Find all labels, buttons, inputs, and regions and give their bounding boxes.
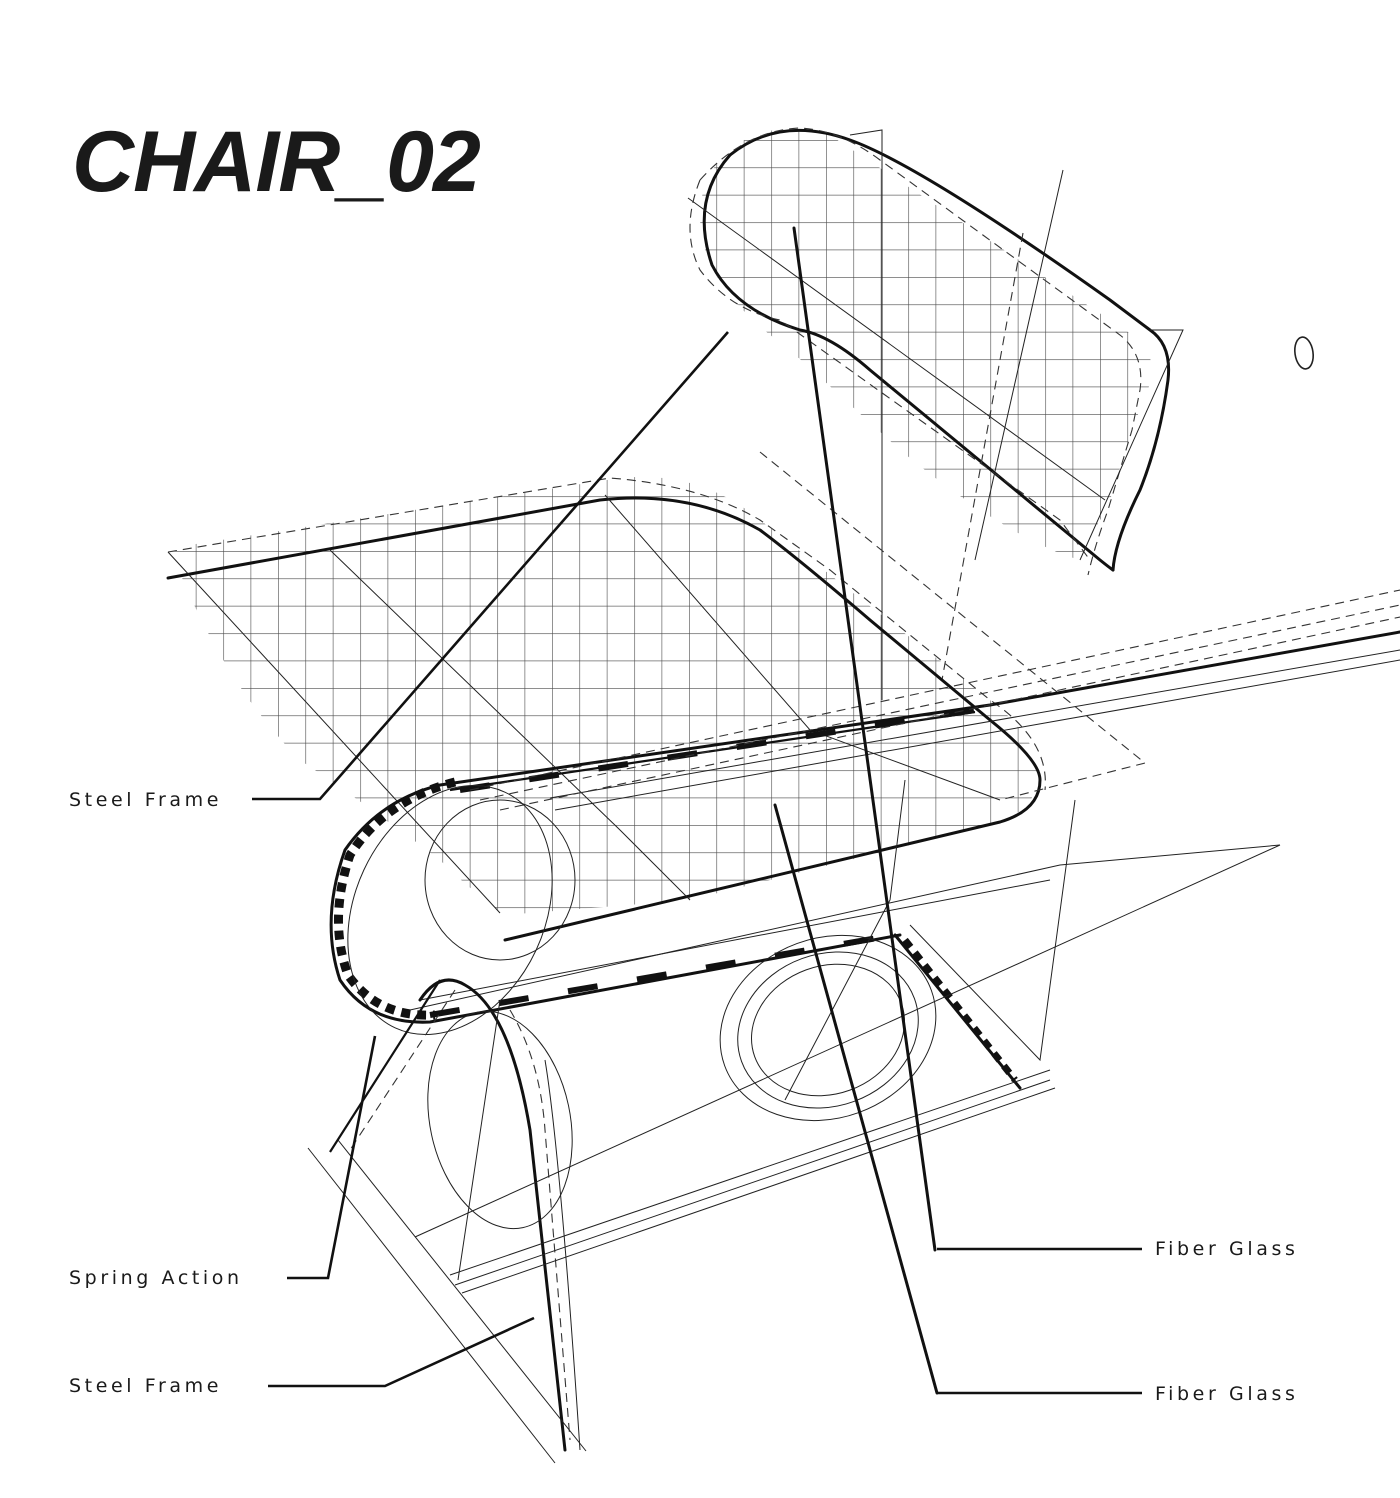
tubular-steel-frame xyxy=(329,589,1400,1090)
leader-steel-frame-lower xyxy=(268,1316,535,1388)
leader-steel-frame-upper xyxy=(252,331,729,801)
leader-spring-action xyxy=(287,1035,377,1280)
callout-label-fiber-glass-upper: Fiber Glass xyxy=(1155,1238,1299,1260)
page-title: CHAIR_02 xyxy=(72,114,481,210)
callout-label-fiber-glass-lower: Fiber Glass xyxy=(1155,1383,1299,1405)
legs xyxy=(307,844,1281,1464)
fiber-glass-rods xyxy=(773,226,939,1395)
callout-label-spring-action: Spring Action xyxy=(69,1267,243,1289)
callout-label-steel-frame-lower: Steel Frame xyxy=(69,1375,223,1397)
small-ring-mark xyxy=(1294,336,1314,370)
callout-leaders xyxy=(252,331,1142,1395)
seat-grid-panel xyxy=(166,451,1147,942)
callout-label-steel-frame-upper: Steel Frame xyxy=(69,789,223,811)
